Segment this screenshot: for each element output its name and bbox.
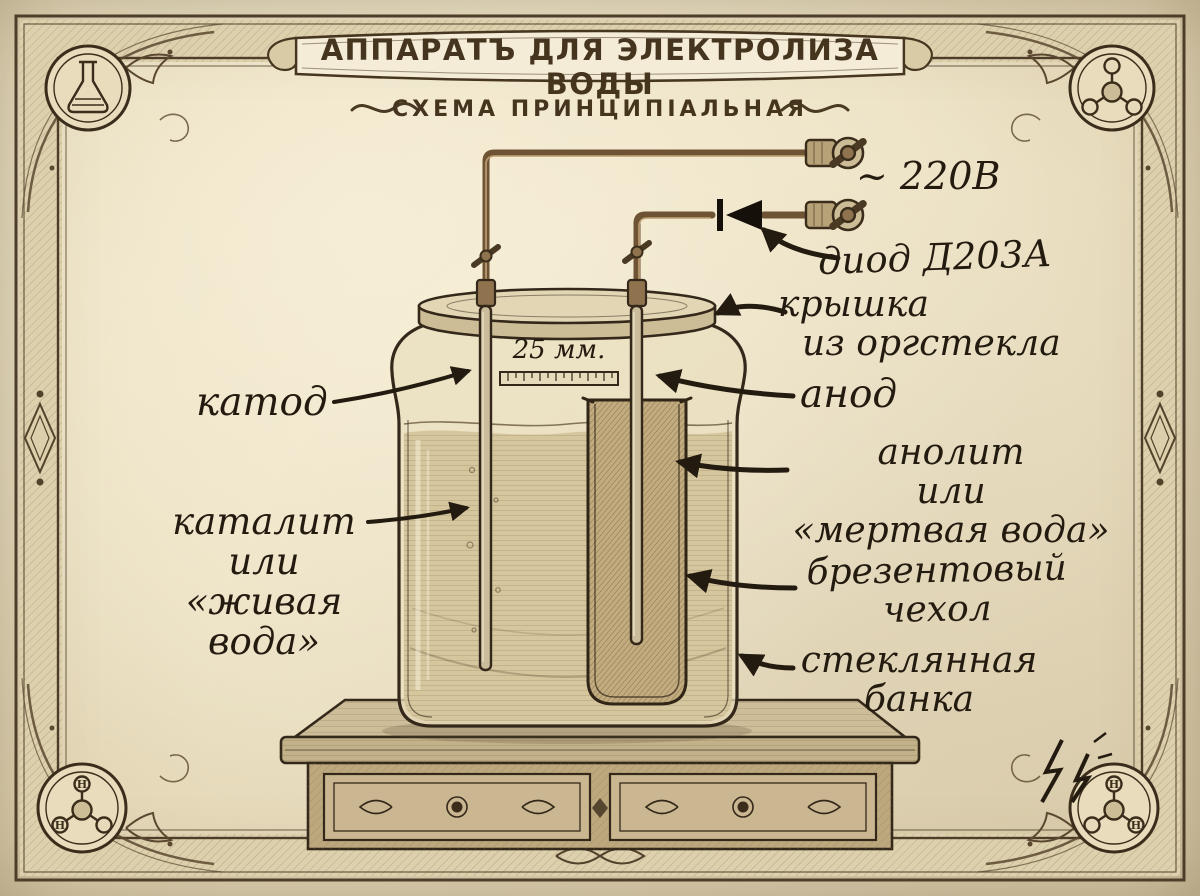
corner-medallion-bottomright: H H	[1068, 762, 1160, 854]
leader-arrows	[332, 226, 841, 677]
label-lid-line1: крышка	[778, 284, 929, 325]
arrow-to-anode	[655, 369, 796, 399]
plug-bottom	[804, 198, 863, 232]
label-catholyte-line4: вода»	[208, 619, 320, 663]
label-diode: диод Д203А	[817, 231, 1053, 284]
label-catholyte-line3: «живая	[185, 579, 343, 623]
label-cover-line2: чехол	[882, 587, 992, 631]
cathode-rod	[478, 304, 493, 672]
diode-symbol	[717, 199, 762, 231]
corner-medallion-bottomleft: H H	[36, 762, 128, 854]
arrow-to-cathode	[332, 366, 472, 404]
title-banner-ribbon	[267, 29, 933, 113]
anode-rod	[629, 304, 644, 646]
hydrogen-letter: H	[1109, 778, 1119, 791]
plexiglass-lid	[417, 287, 717, 341]
page-subtitle: СХЕМА ПРИНЦИПІАЛЬНАЯ	[392, 97, 808, 122]
table-drawer-left	[322, 772, 592, 842]
page-title: АППАРАТЪ ДЛЯ ЭЛЕКТРОЛИЗА ВОДЫ	[320, 33, 880, 101]
hydrogen-letter: H	[1131, 819, 1141, 832]
label-catholyte-line2: или	[228, 539, 300, 583]
arrow-to-diode	[760, 226, 841, 261]
arrow-to-catholyte	[366, 501, 470, 524]
flask-icon	[67, 60, 109, 114]
hydrogen-letter: H	[55, 819, 65, 832]
label-cover-line1: брезентовый	[806, 547, 1068, 594]
label-canvas-cover: брезентовый чехол	[797, 547, 1076, 633]
corner-medallion-topright	[1068, 44, 1156, 132]
plug-top	[804, 136, 863, 170]
arrow-to-cover	[685, 569, 798, 594]
corner-medallion-topleft	[44, 44, 132, 132]
label-glass-jar: стеклянная банка	[796, 640, 1042, 720]
label-anode: анод	[800, 372, 898, 417]
label-jar-line2: банка	[863, 678, 975, 720]
arrow-to-jar	[737, 653, 796, 677]
label-voltage: ~ 220В	[856, 154, 1001, 198]
wooden-table	[279, 698, 921, 851]
arrow-to-anolyte	[675, 453, 790, 479]
gas-bubbles	[466, 466, 501, 633]
label-catholyte: каталит или «живая вода»	[158, 502, 370, 662]
table-drawer-right	[608, 772, 878, 842]
label-lid: крышка из оргстекла	[778, 284, 1061, 364]
label-ruler-25mm: 25 мм.	[512, 335, 606, 365]
hydrogen-letter: H	[77, 778, 87, 791]
label-anolyte-line1: анолит	[877, 432, 1025, 473]
lightning-icon	[1040, 732, 1113, 804]
water-molecule-icon: H H	[51, 775, 113, 834]
label-anolyte: анолит или «мертвая вода»	[786, 432, 1116, 551]
copper-pipes	[482, 149, 810, 304]
label-jar-line1: стеклянная	[800, 640, 1038, 681]
label-catholyte-line1: каталит	[172, 500, 356, 543]
label-cathode: катод	[196, 380, 328, 425]
label-anolyte-line3: «мертвая вода»	[792, 509, 1110, 551]
label-anolyte-line2: или	[916, 470, 986, 512]
water-molecule-icon: H H	[1083, 775, 1145, 834]
label-lid-line2: из оргстекла	[802, 322, 1061, 364]
spacing-ruler	[499, 371, 619, 386]
arrow-to-lid	[713, 293, 788, 316]
